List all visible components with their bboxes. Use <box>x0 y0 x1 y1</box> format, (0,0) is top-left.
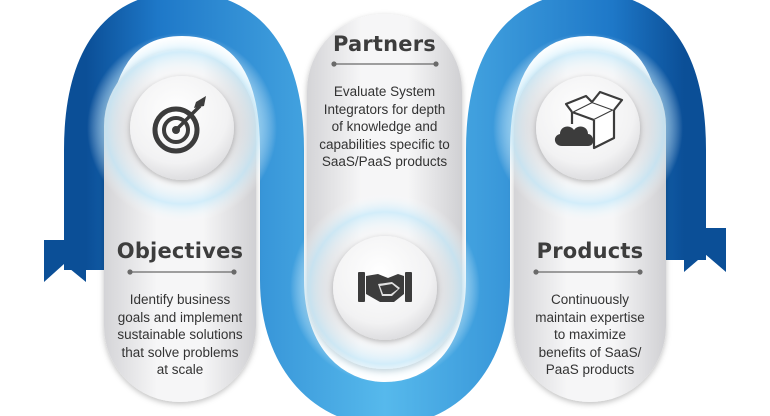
products-description: Continuously maintain expertise to maxim… <box>514 291 666 379</box>
products-description-line: to maximize <box>553 327 626 342</box>
objectives-divider <box>127 269 237 275</box>
ribbon-band <box>64 0 706 416</box>
partners-description-line: Evaluate System <box>333 84 436 99</box>
partners-description: Evaluate System Integrators for depth of… <box>297 83 472 171</box>
objectives-description-line: at scale <box>156 362 204 377</box>
objectives-description-line: goals and implement <box>117 309 243 325</box>
objectives-description-line: that solve problems <box>121 344 239 360</box>
partners-description-line: capabilities specific to <box>319 136 450 152</box>
partners-description-line: SaaS/PaaS products <box>321 154 448 169</box>
handshake-icon <box>358 272 412 302</box>
objectives-description: Identify business goals and implement su… <box>104 291 256 379</box>
products-description-line: maintain expertise <box>535 309 645 325</box>
cloud-box-icon <box>554 90 624 150</box>
products-title: Products <box>536 239 644 263</box>
products-description-line: PaaS products <box>545 362 635 377</box>
objectives-title: Objectives <box>116 239 244 263</box>
partners-description-line: Integrators for depth <box>323 101 446 117</box>
products-description-line: Continuously <box>550 292 630 307</box>
products-description-line: benefits of SaaS/ <box>538 344 642 360</box>
ribbon <box>44 0 726 416</box>
partners-title: Partners <box>332 32 437 56</box>
partners-icon-badge <box>290 193 480 383</box>
products-divider <box>533 269 643 275</box>
target-icon <box>152 96 206 154</box>
objectives-description-line: sustainable solutions <box>117 327 243 342</box>
products-icon-badge <box>493 33 683 223</box>
objectives-icon-badge <box>87 33 277 223</box>
partners-description-line: of knowledge and <box>331 119 438 134</box>
partners-divider <box>331 61 439 67</box>
objectives-description-line: Identify business <box>129 292 231 307</box>
